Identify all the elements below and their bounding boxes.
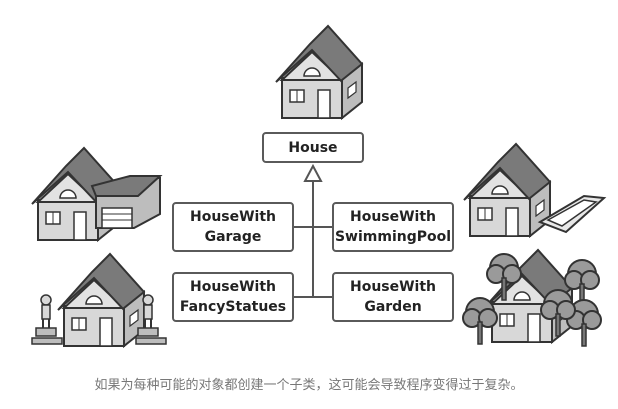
- class-statues-line-2: FancyStatues: [179, 299, 287, 315]
- house-with-garden-illustration: [462, 249, 602, 347]
- inheritance-connectors: [293, 181, 333, 298]
- inheritance-arrowhead: [303, 163, 323, 182]
- figure-caption: 如果为每种可能的对象都创建一个子类，这可能会导致程序变得过于复杂。: [94, 378, 524, 393]
- class-statues-line-1: HouseWith: [189, 279, 277, 295]
- class-house-with-garage: HouseWith Garage: [172, 202, 294, 252]
- class-house-label: House: [288, 139, 338, 156]
- house-with-pool-illustration: [463, 143, 607, 237]
- house-with-garage-illustration: [31, 147, 163, 241]
- class-house-with-garden: HouseWith Garden: [332, 272, 454, 322]
- statue-left: [35, 294, 57, 337]
- class-pool-line-2: SwimmingPool: [334, 229, 452, 245]
- class-pool-line-1: HouseWith: [349, 209, 437, 225]
- class-house-with-swimming-pool: HouseWith SwimmingPool: [332, 202, 454, 252]
- class-garden-line-2: Garden: [364, 299, 422, 315]
- class-house: House: [262, 132, 364, 163]
- class-garden-line-1: HouseWith: [349, 279, 437, 295]
- class-garage-line-1: HouseWith: [189, 209, 277, 225]
- class-garage-line-2: Garage: [204, 229, 262, 245]
- house-with-statues-illustration: [31, 253, 167, 347]
- house-illustration: [275, 25, 363, 119]
- class-house-with-fancy-statues: HouseWith FancyStatues: [172, 272, 294, 322]
